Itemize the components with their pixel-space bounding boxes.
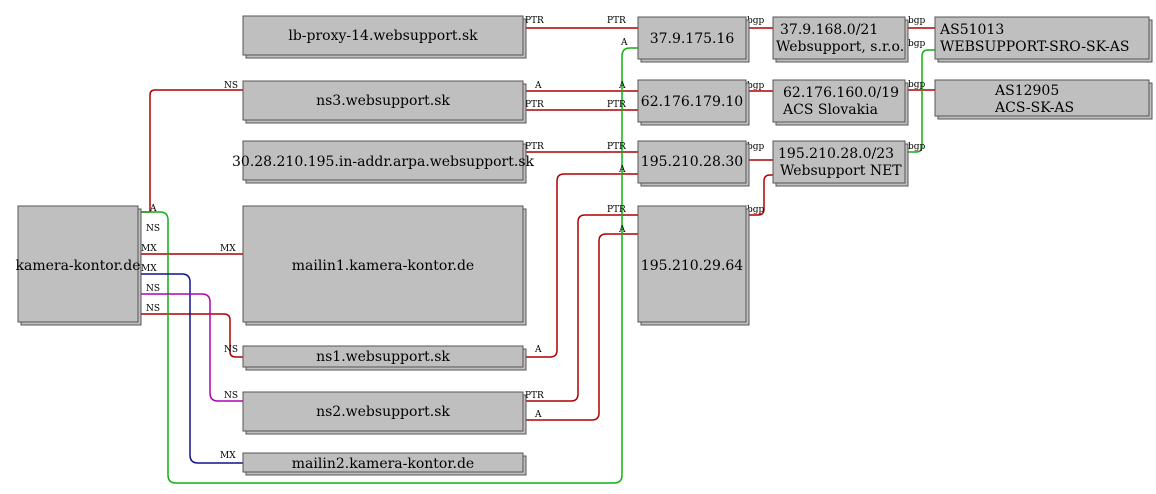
edge-label-mx: MX bbox=[141, 244, 157, 254]
magenta-edges bbox=[139, 293, 243, 402]
edge-label-bgp: bgp bbox=[747, 81, 765, 91]
node-ip-62-176-179-10[interactable]: 62.176.179.10 bbox=[637, 79, 750, 126]
edge-label-ptr: PTR bbox=[525, 391, 544, 401]
edge-label-a: A bbox=[618, 81, 626, 91]
node-label-line1: AS12905 bbox=[994, 83, 1059, 99]
node-as51013[interactable]: AS51013 WEBSUPPORT-SRO-SK-AS bbox=[934, 16, 1153, 63]
edge-label-bgp: bgp bbox=[747, 205, 765, 215]
node-ns1[interactable]: ns1.websupport.sk bbox=[242, 345, 527, 371]
node-label: 195.210.28.30 bbox=[641, 154, 743, 170]
edge-label-ptr: PTR bbox=[607, 16, 626, 26]
edge-label-ptr: PTR bbox=[525, 16, 544, 26]
green-edges bbox=[139, 47, 935, 484]
edge-label-a: A bbox=[620, 38, 628, 48]
edge-label-bgp: bgp bbox=[908, 16, 926, 26]
edge-kamera-ip1 bbox=[139, 47, 638, 484]
edge-ns2-ip4-a bbox=[523, 233, 638, 421]
edge-label-bgp: bgp bbox=[747, 16, 765, 26]
blue-edges bbox=[139, 273, 243, 464]
edge-label-a: A bbox=[534, 410, 542, 420]
node-label: 30.28.210.195.in-addr.arpa.websupport.sk bbox=[232, 154, 535, 170]
node-lb-proxy[interactable]: lb-proxy-14.websupport.sk bbox=[242, 15, 527, 59]
edge-label-ptr: PTR bbox=[525, 100, 544, 110]
node-label-line2: ACS-SK-AS bbox=[994, 100, 1074, 116]
node-label: mailin2.kamera-kontor.de bbox=[292, 456, 474, 472]
node-label-line1: 37.9.168.0/21 bbox=[780, 22, 878, 38]
node-label: 37.9.175.16 bbox=[650, 31, 735, 47]
node-label: kamera-kontor.de bbox=[16, 258, 141, 274]
node-ns3[interactable]: ns3.websupport.sk bbox=[242, 80, 527, 124]
edge-label-ns: NS bbox=[146, 304, 160, 314]
edge-ip4-net3 bbox=[746, 174, 773, 216]
edge-label-bgp: bgp bbox=[908, 142, 926, 152]
node-label-line1: AS51013 bbox=[939, 22, 1004, 38]
edge-kamera-ns3 bbox=[139, 89, 243, 213]
edge-label-a: A bbox=[534, 81, 542, 91]
edge-labels: A NS MX MX NS NS NS MX NS NS MX PTR A PT… bbox=[141, 16, 926, 461]
node-label-line2: Websupport, s.r.o. bbox=[776, 39, 904, 55]
edge-ns1-ip3 bbox=[523, 173, 638, 358]
edge-label-a: A bbox=[618, 165, 626, 175]
node-label: ns3.websupport.sk bbox=[316, 93, 450, 109]
edge-label-ns: NS bbox=[146, 284, 160, 294]
node-arpa[interactable]: 30.28.210.195.in-addr.arpa.websupport.sk bbox=[232, 140, 535, 184]
node-ip-195-210-29-64[interactable]: 195.210.29.64 bbox=[637, 205, 750, 326]
node-label: 195.210.29.64 bbox=[641, 258, 744, 274]
node-net-62-176-160-0[interactable]: 62.176.160.0/19 ACS Slovakia bbox=[772, 79, 909, 126]
edge-label-ptr: PTR bbox=[607, 142, 626, 152]
node-label-line1: 195.210.28.0/23 bbox=[778, 146, 894, 162]
node-label-line2: Websupport NET bbox=[780, 163, 902, 179]
node-label-line2: WEBSUPPORT-SRO-SK-AS bbox=[940, 39, 1129, 55]
node-label: ns2.websupport.sk bbox=[316, 404, 450, 420]
node-label-line2: ACS Slovakia bbox=[782, 102, 878, 118]
node-net-195-210-28-0[interactable]: 195.210.28.0/23 Websupport NET bbox=[772, 140, 909, 187]
edge-kamera-ns1 bbox=[139, 313, 243, 358]
edge-label-mx: MX bbox=[220, 244, 236, 254]
edge-label-ptr: PTR bbox=[607, 100, 626, 110]
node-ip-195-210-28-30[interactable]: 195.210.28.30 bbox=[637, 140, 750, 187]
edge-kamera-ns2 bbox=[139, 293, 243, 402]
edge-label-ptr: PTR bbox=[607, 205, 626, 215]
edge-label-bgp: bgp bbox=[908, 39, 926, 49]
node-as12905[interactable]: AS12905 ACS-SK-AS bbox=[934, 79, 1153, 120]
red-edges bbox=[139, 27, 935, 421]
edge-label-ns: NS bbox=[146, 224, 160, 234]
node-label: mailin1.kamera-kontor.de bbox=[292, 258, 474, 274]
edge-kamera-mailin2 bbox=[139, 273, 243, 464]
edge-label-ns: NS bbox=[224, 345, 238, 355]
nodes: kamera-kontor.de lb-proxy-14.websupport.… bbox=[16, 15, 1153, 476]
node-ns2[interactable]: ns2.websupport.sk bbox=[242, 391, 527, 435]
edge-label-mx: MX bbox=[220, 451, 236, 461]
edge-net3-as1 bbox=[908, 49, 935, 153]
node-label: 62.176.179.10 bbox=[641, 94, 743, 110]
edge-label-a: A bbox=[618, 225, 626, 235]
edge-label-ns: NS bbox=[224, 391, 238, 401]
edge-label-a: A bbox=[149, 204, 157, 214]
edge-label-bgp: bgp bbox=[908, 80, 926, 90]
edges bbox=[139, 27, 935, 484]
node-mailin1[interactable]: mailin1.kamera-kontor.de bbox=[242, 205, 527, 326]
edge-label-a: A bbox=[534, 345, 542, 355]
node-net-37-9-168-0[interactable]: 37.9.168.0/21 Websupport, s.r.o. bbox=[772, 16, 909, 63]
edge-label-bgp: bgp bbox=[747, 142, 765, 152]
edge-ns2-ip4-ptr bbox=[523, 214, 638, 402]
edge-label-ptr: PTR bbox=[525, 142, 544, 152]
node-kamera-kontor[interactable]: kamera-kontor.de bbox=[16, 205, 142, 326]
node-label: ns1.websupport.sk bbox=[316, 349, 450, 365]
node-label-line1: 62.176.160.0/19 bbox=[783, 85, 899, 101]
edge-label-ns: NS bbox=[224, 81, 238, 91]
edge-label-mx: MX bbox=[141, 264, 157, 274]
node-label: lb-proxy-14.websupport.sk bbox=[288, 28, 478, 44]
node-ip-37-9-175-16[interactable]: 37.9.175.16 bbox=[637, 16, 750, 63]
node-mailin2[interactable]: mailin2.kamera-kontor.de bbox=[242, 452, 527, 476]
